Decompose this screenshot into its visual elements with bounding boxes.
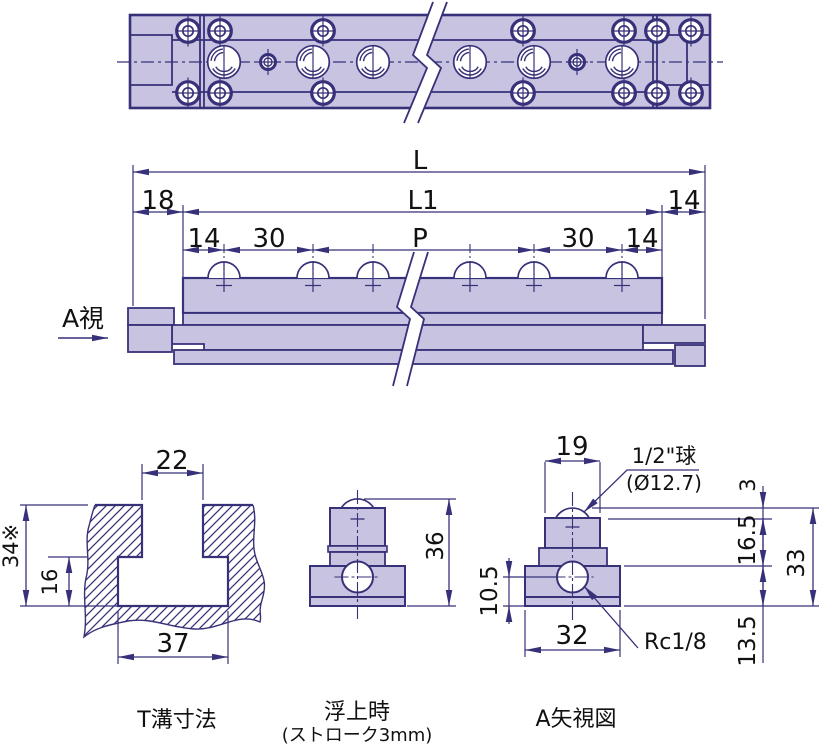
dim-34: 34※ <box>0 524 23 568</box>
a-view-caption: A矢視図 <box>535 707 616 732</box>
dim-30-b: 30 <box>561 224 594 254</box>
dim-14-b: 14 <box>625 224 658 254</box>
dim-16-5: 16.5 <box>735 514 761 565</box>
ball-dia-label: (Ø12.7) <box>626 471 702 495</box>
t-slot-caption: T溝寸法 <box>136 708 216 733</box>
labels: L L1 18 14 14 30 P 30 14 A視 22 34※ 16 37… <box>0 146 810 746</box>
dim-22: 22 <box>155 446 188 476</box>
rail-top-view <box>117 1 723 124</box>
dim-19: 19 <box>555 432 588 462</box>
float-caption: 浮上時 <box>324 700 390 725</box>
dim-30-a: 30 <box>252 224 285 254</box>
dim-10-5: 10.5 <box>477 565 503 616</box>
dim-36: 36 <box>423 531 449 560</box>
float-state-view <box>309 490 456 620</box>
dim-L: L <box>413 146 428 176</box>
dimension-lines <box>132 165 706 319</box>
view-a-label: A視 <box>62 304 104 333</box>
dim-P: P <box>412 224 428 254</box>
dim-L1: L1 <box>407 186 438 216</box>
t-slot-section-view <box>20 464 266 664</box>
dim-16: 16 <box>38 569 62 596</box>
ball-size-label: 1/2"球 <box>632 444 696 468</box>
dim-3: 3 <box>736 478 760 491</box>
dim-14-right: 14 <box>667 186 700 216</box>
thread-label: Rc1/8 <box>644 630 707 655</box>
dim-32: 32 <box>555 621 588 651</box>
dim-18: 18 <box>141 186 174 216</box>
dim-13-5: 13.5 <box>735 615 761 666</box>
dim-33: 33 <box>784 548 810 577</box>
dim-14-a: 14 <box>187 224 220 254</box>
rail-side-view <box>58 251 706 387</box>
a-arrow-view <box>503 457 819 663</box>
float-caption-sub: (ストローク3mm) <box>282 725 433 746</box>
dim-37: 37 <box>156 629 189 659</box>
